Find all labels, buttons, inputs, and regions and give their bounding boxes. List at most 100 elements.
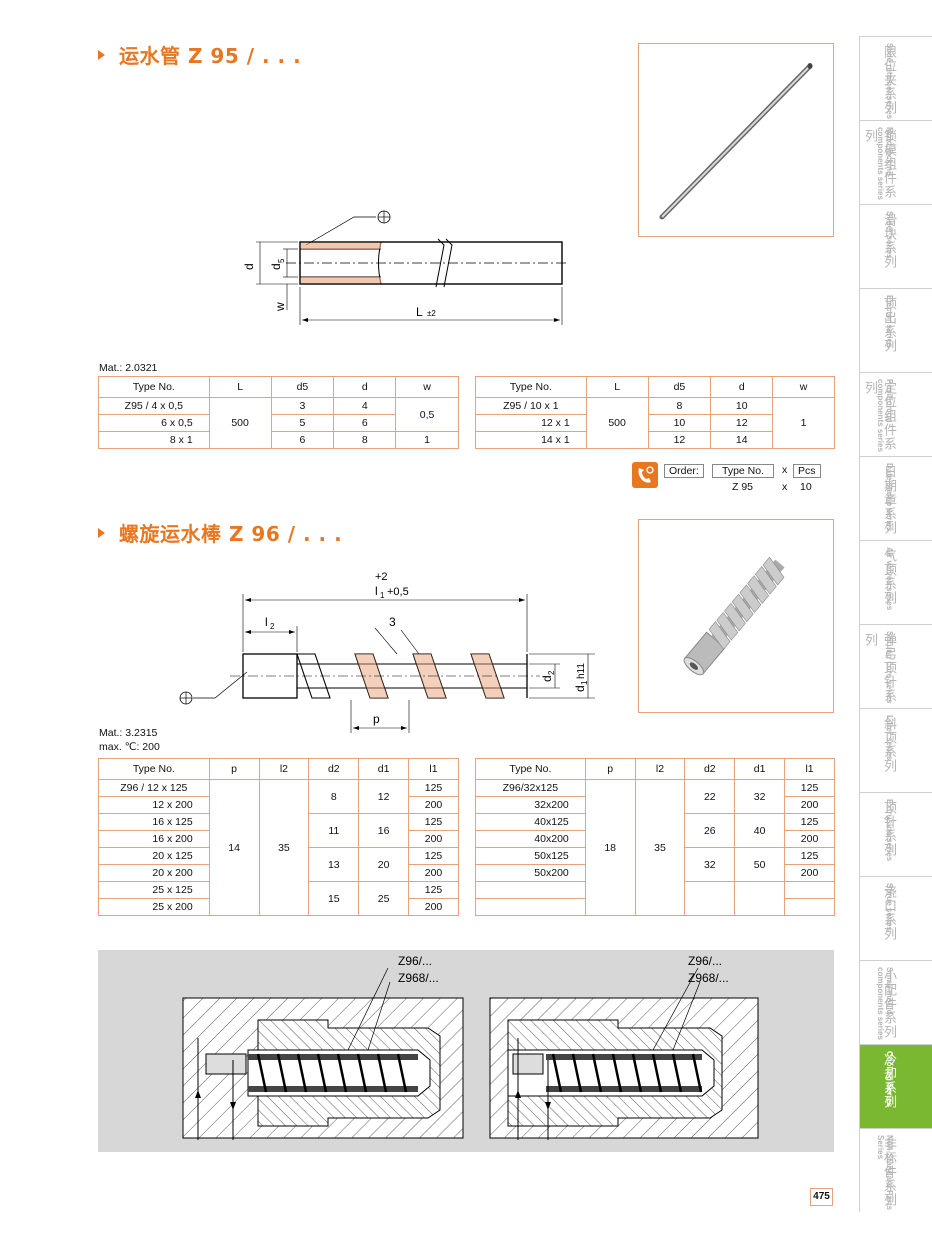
sidebar-item-label: 滑块系列 bbox=[881, 213, 896, 269]
sidebar-item-label: 顶出系列 bbox=[881, 297, 896, 353]
cell-d2: 13 bbox=[308, 847, 360, 882]
dim-d5-label: d bbox=[269, 263, 283, 270]
col-d1: d1 bbox=[734, 758, 786, 780]
cell-type: 40x125 bbox=[475, 813, 586, 831]
cell-l1: 200 bbox=[408, 830, 459, 848]
col-type: Type No. bbox=[475, 376, 587, 398]
dim-L-tol: ±2 bbox=[427, 309, 436, 318]
cell-d2: 8 bbox=[308, 779, 360, 814]
table-row: Z96 / 12 x 125 14 35 8 12 125 bbox=[98, 779, 459, 916]
section-title-z95: 运水管 Z 95 / . . . bbox=[98, 40, 301, 69]
order-type-header: Type No. bbox=[712, 464, 774, 478]
order-times-1: x bbox=[782, 464, 788, 476]
table-row: 20 x 125 13 20 125 bbox=[98, 847, 459, 882]
dim-w-label: w bbox=[273, 302, 287, 312]
sidebar-item-label: 非标件系列 bbox=[881, 1137, 896, 1207]
sidebar-item-sublabel: Slide retainer series bbox=[885, 43, 894, 120]
dim-p-label: p bbox=[373, 712, 380, 726]
cell-d5: 3 bbox=[270, 397, 335, 415]
cell-d5: 8 bbox=[647, 397, 712, 415]
order-type-value: Z 95 bbox=[732, 481, 754, 493]
cell-l1: 125 bbox=[408, 847, 459, 865]
sidebar-item-label: 斜顶系列 bbox=[881, 717, 896, 773]
sidebar-item-sublabel: Sprue series bbox=[885, 883, 894, 932]
sidebar-item-sublabel: Mold locking components series bbox=[876, 127, 894, 200]
dim-l1-sub: 1 bbox=[380, 591, 385, 600]
sidebar-item-label: 锁模组件系列 bbox=[862, 129, 896, 199]
assembly-drawing-panel: Z96/... Z968/... Z96/... Z968/... bbox=[98, 950, 834, 1152]
cell-d1: 12 bbox=[358, 779, 410, 814]
cell-L: 500 bbox=[208, 397, 272, 449]
cell-l1 bbox=[784, 881, 835, 899]
cell-d2: 32 bbox=[684, 847, 736, 882]
table-header-row: Type No. L d5 d w bbox=[98, 376, 459, 398]
cell-d5: 6 bbox=[270, 431, 335, 449]
section-title-text: 运水管 Z 95 / . . . bbox=[119, 44, 302, 68]
cell-d2-empty bbox=[684, 881, 736, 916]
cell-l2: 35 bbox=[634, 779, 686, 916]
cell-L: 500 bbox=[585, 397, 649, 449]
col-l1: l1 bbox=[408, 758, 459, 780]
col-d5: d5 bbox=[270, 376, 335, 398]
col-w: w bbox=[395, 376, 459, 398]
cell-type: 20 x 125 bbox=[98, 847, 210, 865]
cell-d2: 22 bbox=[684, 779, 736, 814]
sidebar-item-label: 限位夹系列 bbox=[881, 45, 896, 115]
dim-d-label: d bbox=[242, 263, 256, 270]
order-label: Order: bbox=[664, 464, 704, 478]
dim-L-label: L bbox=[416, 305, 423, 319]
cell-type: 8 x 1 bbox=[98, 431, 210, 449]
col-l1: l1 bbox=[784, 758, 835, 780]
sidebar-item-sublabel: Ejector series bbox=[885, 295, 894, 348]
dim-d5-sub: 5 bbox=[277, 258, 286, 263]
cell-type: 16 x 200 bbox=[98, 830, 210, 848]
dim-l2-label: l bbox=[265, 615, 268, 629]
table-header-row: Type No. p l2 d2 d1 l1 bbox=[475, 758, 835, 780]
cell-d1: 32 bbox=[734, 779, 786, 814]
sidebar-item-sublabel: Air valves series bbox=[885, 547, 894, 611]
table-row bbox=[475, 898, 835, 916]
table-row: Z95 / 4 x 0,5 500 3 4 0,5 bbox=[98, 397, 459, 449]
table-row: 12 x 1 10 12 bbox=[475, 414, 835, 432]
sidebar-item-sublabel: Lifter series bbox=[885, 715, 894, 761]
order-pcs-value: 10 bbox=[800, 481, 812, 493]
col-type: Type No. bbox=[475, 758, 586, 780]
cell-type: 25 x 200 bbox=[98, 898, 210, 916]
bullet-triangle-icon bbox=[98, 527, 105, 538]
order-example: Order: Type No. x Pcs Z 95 x 10 bbox=[632, 462, 832, 496]
page-number: 475 bbox=[810, 1188, 833, 1206]
cell-p: 18 bbox=[584, 779, 636, 916]
product-photo-z96 bbox=[638, 519, 834, 713]
col-L: L bbox=[208, 376, 272, 398]
sidebar-item-label: 浇口系列 bbox=[881, 885, 896, 941]
bullet-triangle-icon bbox=[98, 49, 105, 60]
cell-d1: 25 bbox=[358, 881, 410, 916]
sidebar-item-sublabel: Slider series bbox=[885, 211, 894, 259]
cell-l1: 200 bbox=[408, 864, 459, 882]
cell-d1: 50 bbox=[734, 847, 786, 882]
cell-d: 8 bbox=[333, 431, 397, 449]
sidebar-item-label: 顶针系列 bbox=[881, 801, 896, 857]
cell-type: 32x200 bbox=[475, 796, 586, 814]
dim-l1-tol: +0,5 bbox=[387, 586, 409, 598]
dim-l1-label: l bbox=[375, 584, 378, 598]
dim-l2-sub: 2 bbox=[270, 622, 275, 631]
cell-type: 12 x 200 bbox=[98, 796, 210, 814]
col-d2: d2 bbox=[308, 758, 360, 780]
